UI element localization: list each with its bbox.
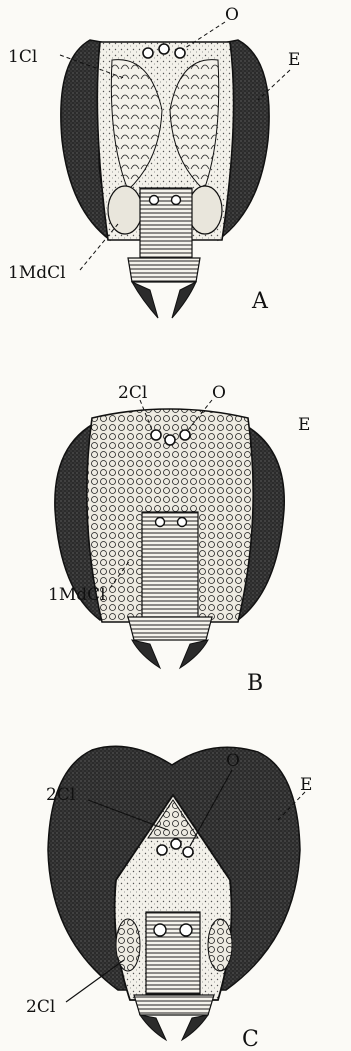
figure-a-mandible-right (172, 282, 196, 318)
figure-b-antenna-socket-right (178, 518, 187, 527)
figure-b-clypeus (142, 512, 198, 617)
figure-c-label-gland-top: 2Cl (46, 785, 75, 805)
figure-c-letter: C (242, 1027, 259, 1051)
figure-a: 1Cl O E 1MdCl A (8, 5, 300, 318)
figure-a-ocellus-1 (143, 48, 153, 58)
figure-b-mandible-right (180, 640, 208, 668)
figure-b-labrum (128, 617, 212, 640)
figure-a-ocellus-2 (159, 44, 169, 54)
figure-c-mandible-right (182, 1015, 208, 1040)
figure-b-letter: B (247, 671, 263, 696)
figure-b-label-mandibular: 1MdCl (48, 585, 106, 605)
figure-a-label-gland: 1Cl (8, 47, 37, 67)
figure-b-ocellus-2 (165, 435, 175, 445)
figure-a-labrum (128, 258, 200, 282)
figure-b: 2Cl O E 1MdCl B (48, 383, 310, 696)
figure-b-antenna-socket-left (156, 518, 165, 527)
figure-b-mandible-left (132, 640, 160, 668)
figure-a-mandibular-gland-left (108, 186, 142, 234)
figure-a-mandible-left (132, 282, 158, 318)
figure-a-antenna-socket-left (150, 196, 159, 205)
figure-c-antenna-socket-left (154, 924, 166, 936)
figure-c-ocellus-1 (157, 845, 167, 855)
figure-b-label-gland: 2Cl (118, 383, 147, 403)
figure-c-ocellus-3 (183, 847, 193, 857)
figure-a-letter: A (251, 289, 269, 314)
figure-a-label-ocelli: O (225, 5, 239, 25)
figure-a-clypeus (140, 188, 192, 260)
figure-c-mandible-left (140, 1015, 166, 1040)
figure-c-label-gland-bottom: 2Cl (26, 997, 55, 1017)
figure-c-ocellus-2 (171, 839, 181, 849)
figure-b-label-eye: E (298, 415, 310, 435)
figure-c: 2Cl O E 2Cl C (26, 746, 312, 1051)
figure-c-labrum (134, 995, 214, 1015)
figure-b-ocellus-1 (151, 430, 161, 440)
figure-c-clypeus (146, 912, 200, 994)
figure-a-label-mandibular: 1MdCl (8, 263, 66, 283)
figure-c-label-eye: E (300, 775, 312, 795)
figure-b-label-ocelli: O (212, 383, 226, 403)
figure-a-antenna-socket-right (172, 196, 181, 205)
figure-b-ocellus-3 (180, 430, 190, 440)
figure-c-gland-bottom-right (208, 919, 232, 971)
figure-a-label-eye: E (288, 50, 300, 70)
figure-c-label-ocelli: O (226, 751, 240, 771)
figure-a-mandibular-gland-right (188, 186, 222, 234)
figure-c-antenna-socket-right (180, 924, 192, 936)
